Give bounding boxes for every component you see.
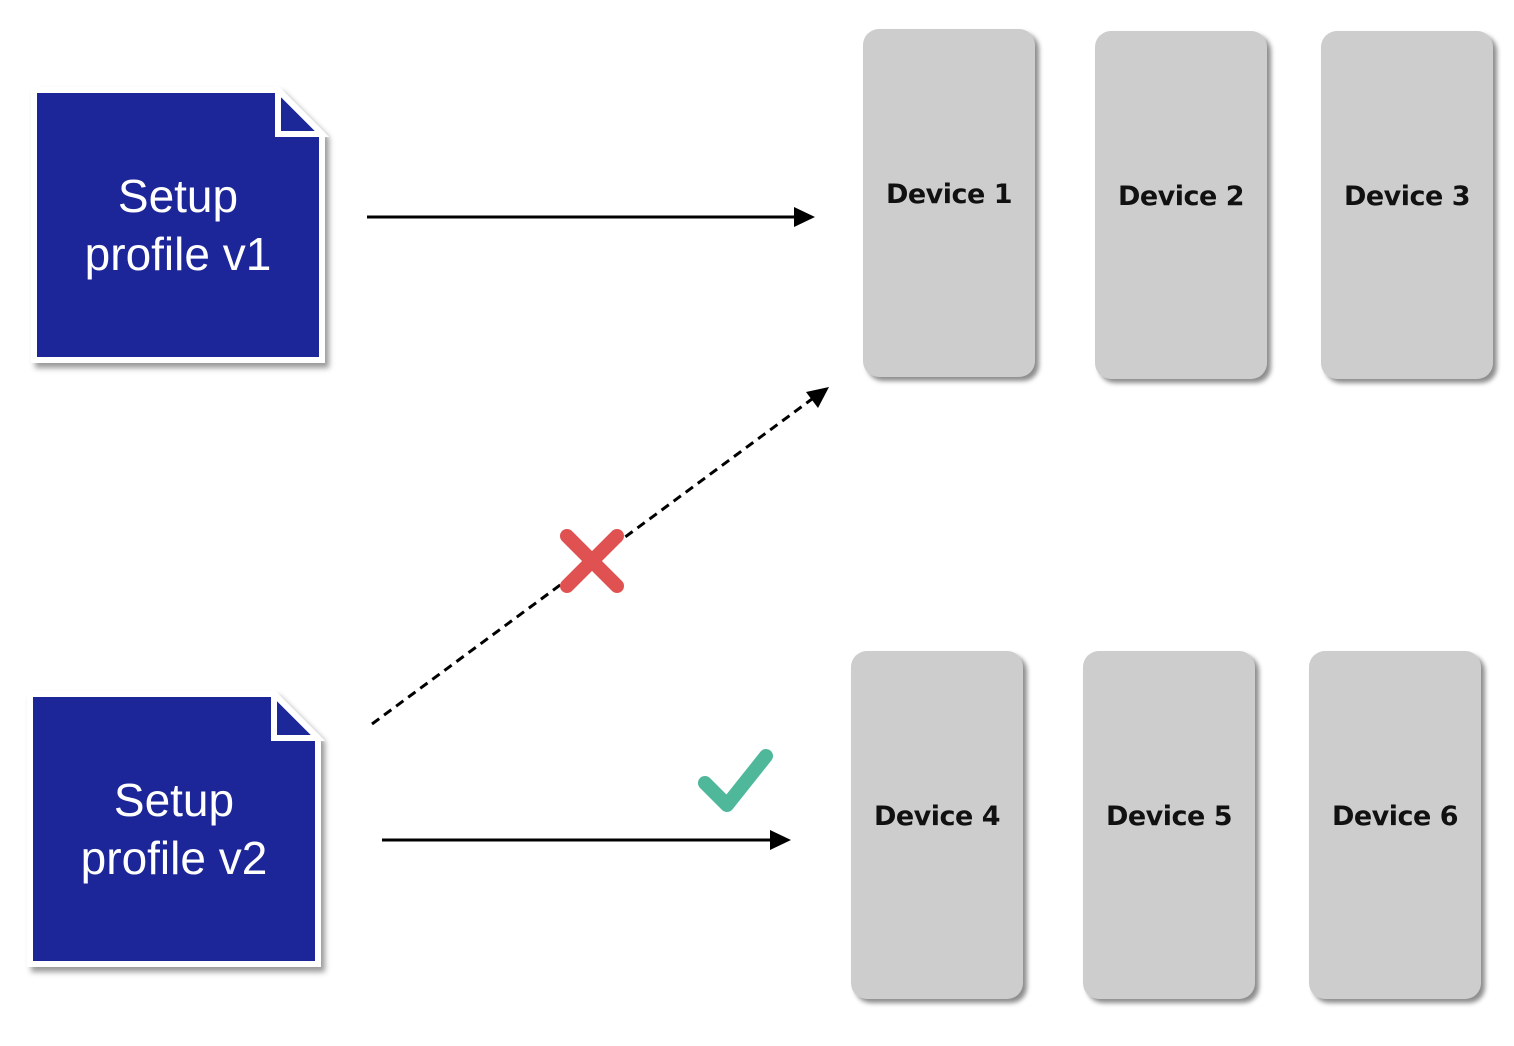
setup-profile-v2-document: Setup profile v2 bbox=[27, 686, 326, 974]
arrow-v1-to-device-1 bbox=[367, 207, 815, 227]
setup-profile-v1-label: Setup profile v1 bbox=[34, 90, 322, 360]
device-6: Device 6 bbox=[1309, 651, 1481, 999]
arrow-v2-to-device-4 bbox=[382, 830, 791, 850]
profile-label-line1: Setup bbox=[117, 170, 239, 222]
device-label: Device 1 bbox=[885, 179, 1013, 210]
device-5: Device 5 bbox=[1083, 651, 1255, 999]
document-icon bbox=[27, 686, 326, 967]
device-label: Device 2 bbox=[1117, 181, 1245, 212]
device-1: Device 1 bbox=[863, 29, 1035, 377]
check-icon bbox=[698, 749, 773, 812]
setup-profile-v1-document: Setup profile v1 bbox=[31, 82, 330, 370]
device-2: Device 2 bbox=[1095, 31, 1267, 379]
cross-icon bbox=[560, 529, 624, 593]
setup-profile-v2-label: Setup profile v2 bbox=[30, 694, 318, 964]
device-3: Device 3 bbox=[1321, 31, 1493, 379]
device-4: Device 4 bbox=[851, 651, 1023, 999]
device-label: Device 6 bbox=[1331, 801, 1459, 832]
device-label: Device 3 bbox=[1343, 181, 1471, 212]
dashed-arrow-v2-to-device-1 bbox=[371, 387, 829, 726]
profile-label-line2: profile v1 bbox=[84, 228, 272, 280]
device-label: Device 4 bbox=[873, 801, 1001, 832]
profile-label-line2: profile v2 bbox=[80, 832, 268, 884]
profile-label-line1: Setup bbox=[113, 774, 235, 826]
document-icon bbox=[31, 82, 330, 363]
device-label: Device 5 bbox=[1105, 801, 1233, 832]
